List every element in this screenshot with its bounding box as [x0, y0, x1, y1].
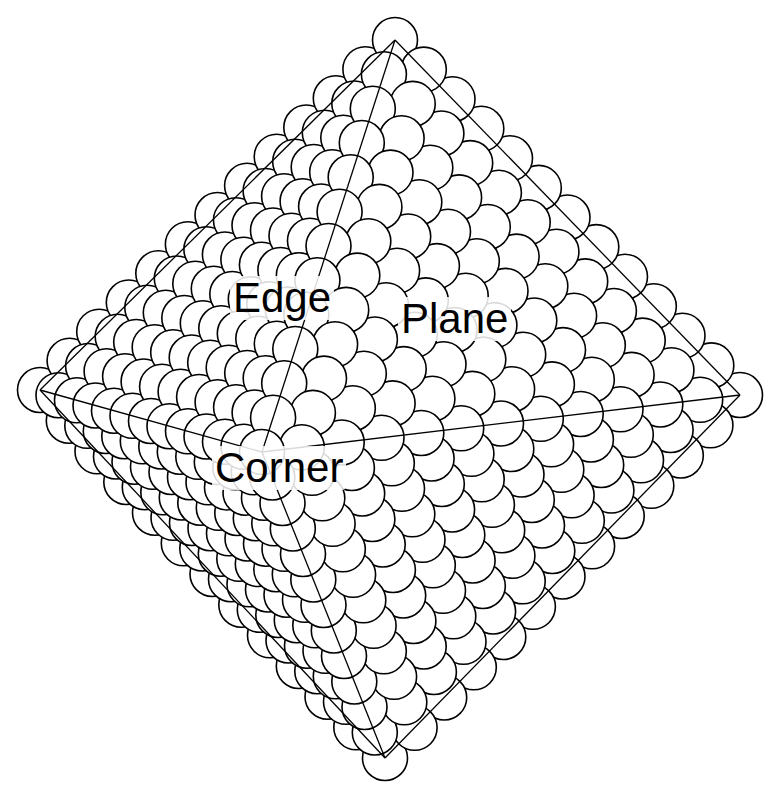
octahedron-edge — [262, 395, 740, 452]
region-label: Plane — [398, 297, 511, 341]
octahedron-edge — [262, 452, 385, 758]
octahedron-edge — [395, 40, 740, 395]
octahedron-edge — [40, 40, 395, 390]
octahedron-edge — [262, 40, 395, 452]
sphere-packing — [18, 18, 763, 781]
octahedron-edge — [40, 390, 262, 452]
octahedron-edges — [40, 40, 740, 758]
region-label: Edge — [230, 276, 334, 320]
region-label: Corner — [212, 446, 346, 490]
octahedron-edge — [40, 390, 385, 758]
octahedron-edge — [385, 395, 740, 758]
